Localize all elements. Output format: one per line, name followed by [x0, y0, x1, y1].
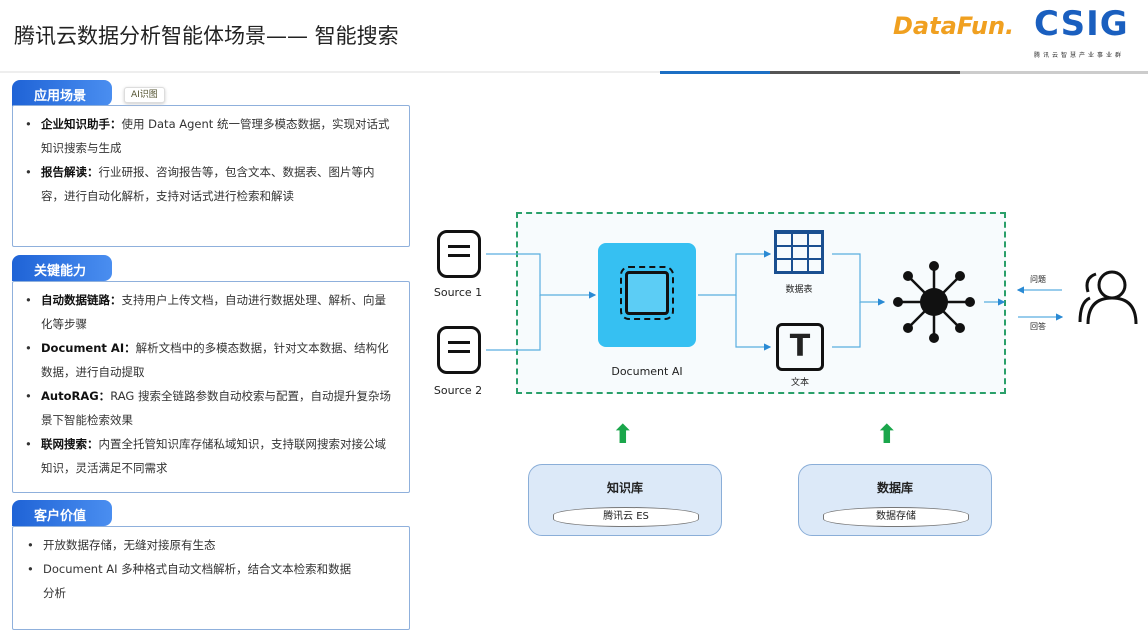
section-value: 开放数据存储，无缝对接原有生态 Document AI 多种格式自动文档解析，结…: [12, 526, 410, 630]
header-rule-light: [960, 71, 1148, 74]
section-tab-scenarios: 应用场景: [12, 80, 112, 106]
list-item: AutoRAG：RAG 搜索全链路参数自动校索与配置，自动提升复杂场景下智能检索…: [25, 384, 397, 432]
section-capabilities: 自动数据链路：支持用户上传文档，自动进行数据处理、解析、向量化等步骤 Docum…: [12, 281, 410, 493]
list-item: 自动数据链路：支持用户上传文档，自动进行数据处理、解析、向量化等步骤: [25, 288, 397, 336]
source-2-label: Source 2: [433, 384, 483, 397]
header-rule: [0, 71, 660, 73]
text-icon: T: [776, 323, 824, 371]
source-2-document-icon: [437, 326, 481, 374]
table-icon: [774, 230, 824, 274]
list-item: 企业知识助手：使用 Data Agent 统一管理多模态数据，实现对话式知识搜索…: [25, 112, 397, 160]
list-item: 报告解读：行业研报、咨询报告等，包含文本、数据表、图片等内容，进行自动化解析，支…: [25, 160, 397, 208]
list-item: 联网搜索：内置全托管知识库存储私域知识，支持联网搜索对接公域知识，灵活满足不同需…: [25, 432, 397, 480]
answer-label: 回答: [1030, 322, 1046, 331]
tencent-es-storage: 腾讯云 ES: [553, 507, 699, 527]
question-label: 问题: [1030, 275, 1046, 284]
datafun-logo: DataFun.: [893, 12, 1015, 40]
csig-logo-subtitle: 腾讯云智慧产业事业群: [1034, 52, 1125, 59]
source-1-label: Source 1: [433, 286, 483, 299]
page-title: 腾讯云数据分析智能体场景—— 智能搜索: [14, 24, 399, 48]
csig-logo: CSIG: [1034, 4, 1129, 44]
header-rule-dark: [770, 71, 960, 74]
knowledge-base-box: 知识库 腾讯云 ES: [528, 464, 722, 536]
knowledge-base-label: 知识库: [606, 481, 643, 495]
users-icon: [1076, 268, 1138, 326]
document-ai-chip-icon: [598, 243, 696, 347]
kb-up-arrow-icon: ⬆: [612, 420, 634, 450]
database-label: 数据库: [876, 481, 913, 495]
table-label: 数据表: [785, 285, 813, 295]
list-item: Document AI：解析文档中的多模态数据，针对文本数据、结构化数据，进行自…: [25, 336, 397, 384]
section-tab-capabilities: 关键能力: [12, 255, 112, 281]
header-rule-blue: [660, 71, 770, 74]
text-label: 文本: [790, 378, 809, 388]
db-up-arrow-icon: ⬆: [876, 420, 898, 450]
section-scenarios: 企业知识助手：使用 Data Agent 统一管理多模态数据，实现对话式知识搜索…: [12, 105, 410, 247]
ai-image-recognition-chip[interactable]: AI识图: [124, 87, 165, 103]
database-box: 数据库 数据存储: [798, 464, 992, 536]
section-tab-value: 客户价值: [12, 500, 112, 526]
data-storage: 数据存储: [823, 507, 969, 527]
document-ai-label: Document AI: [611, 365, 683, 378]
source-1-document-icon: [437, 230, 481, 278]
agent-network-icon: [888, 260, 980, 344]
list-item: 开放数据存储，无缝对接原有生态: [27, 533, 357, 557]
list-item: Document AI 多种格式自动文档解析，结合文本检索和数据分析: [27, 557, 357, 605]
